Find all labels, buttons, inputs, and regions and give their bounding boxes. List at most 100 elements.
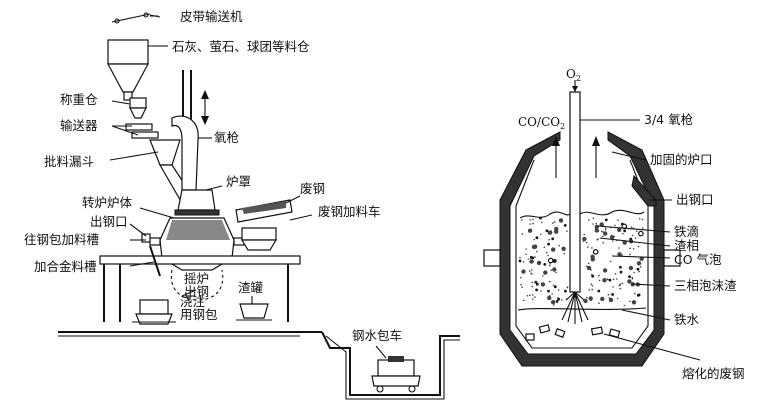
ladle-car <box>371 356 421 393</box>
label-conveyor: 输送器 <box>60 118 98 133</box>
foam-dot <box>623 229 626 233</box>
foam-dot <box>535 245 537 248</box>
label-tilt-tapping: 摇炉出钢 <box>184 271 209 299</box>
material-bin <box>106 39 168 101</box>
foam-dot <box>536 260 542 266</box>
foam-dot <box>631 234 634 237</box>
alloy-chute <box>149 245 161 277</box>
foam-dot <box>638 230 644 237</box>
slag-surface <box>519 209 645 219</box>
foam-dot <box>587 262 590 265</box>
foam-dot <box>629 237 633 241</box>
scrap-charging-car <box>235 199 293 251</box>
label-molten-iron: 铁水 <box>674 312 700 327</box>
foam-dot <box>638 270 640 273</box>
foam-dot <box>552 301 555 304</box>
foam-dot <box>547 295 552 301</box>
ground-and-pit <box>58 331 460 400</box>
foam-dot <box>598 302 600 304</box>
right-converter-section: O2 CO/CO2 3/4 氧枪 加固的炉口 出钢口 铁滴 渣相 CO 气泡 三… <box>483 67 745 381</box>
label-hood: 炉罩 <box>226 174 251 189</box>
foam-dot <box>542 275 544 277</box>
label-three-phase-foam-slag: 三相泡沫渣 <box>674 278 737 293</box>
foam-dot <box>555 300 559 303</box>
foam-dot <box>518 259 522 263</box>
foam-dot <box>557 289 560 291</box>
foam-dot <box>617 227 622 232</box>
foam-dot <box>619 265 622 269</box>
foam-dot <box>600 230 603 233</box>
foam-dot <box>592 223 594 225</box>
foam-dot <box>588 219 590 221</box>
foam-dot <box>629 253 631 256</box>
foam-dot <box>608 297 614 303</box>
label-reinforced-mouth: 加固的炉口 <box>650 152 713 167</box>
foam-dot <box>530 272 532 275</box>
foam-dot <box>623 304 626 307</box>
foam-dot <box>551 247 556 252</box>
foam-dot <box>550 269 553 272</box>
foam-dot <box>527 258 530 260</box>
foam-dot <box>602 241 605 244</box>
foam-dot <box>525 248 528 250</box>
foam-dot <box>587 246 589 248</box>
foam-dot <box>585 241 588 244</box>
foam-dot <box>590 269 592 271</box>
foam-dot <box>592 249 599 255</box>
foam-dot <box>636 293 640 297</box>
label-co-bubbles: CO 气泡 <box>674 252 722 267</box>
foam-dot <box>591 285 594 287</box>
foam-dot <box>535 236 539 240</box>
foam-dot <box>566 286 569 289</box>
foam-dot <box>535 288 538 292</box>
foam-dot <box>521 269 526 274</box>
foam-dot <box>627 279 632 284</box>
foam-dot <box>519 256 521 259</box>
left-plant-diagram: 皮带输送机 石灰、萤石、球团等料仓 称重仓 输送器 氧枪 批料漏斗 炉罩 转炉炉… <box>24 9 460 400</box>
foam-dot <box>549 265 551 267</box>
lance-motion-arrow <box>201 90 209 125</box>
foam-dot <box>549 280 551 283</box>
label-tap-hole-right: 出钢口 <box>676 192 714 207</box>
foam-dot <box>602 235 604 238</box>
foam-dot <box>558 218 564 223</box>
tap-hole-mark <box>141 233 151 243</box>
foam-dot <box>617 219 619 221</box>
foam-dot <box>637 245 640 248</box>
foam-dot <box>541 221 543 224</box>
casting-ladle <box>132 299 176 325</box>
foam-slag-dots <box>518 209 645 307</box>
foam-dot <box>523 299 525 302</box>
foam-dot <box>521 233 524 235</box>
foam-dot <box>591 274 595 278</box>
foam-dot <box>604 229 607 231</box>
foam-dot <box>531 269 533 271</box>
foam-dot <box>636 267 640 271</box>
foam-dot <box>632 248 635 250</box>
foam-dot <box>554 229 559 234</box>
gas-outflow-arrows <box>552 136 600 178</box>
foam-dot <box>600 296 605 302</box>
foam-dot <box>543 270 548 275</box>
hood <box>174 189 220 216</box>
label-lance-34: 3/4 氧枪 <box>644 112 694 127</box>
foam-dot <box>552 259 556 263</box>
foam-dot <box>520 276 522 279</box>
label-ladle-car: 钢水包车 <box>352 328 402 343</box>
charging-floor <box>99 255 301 322</box>
foam-dot <box>534 296 536 298</box>
foam-dot <box>598 279 601 282</box>
foam-dot <box>582 240 585 242</box>
foam-dot <box>545 251 548 254</box>
foam-dot <box>521 219 523 221</box>
foam-dot <box>547 289 550 293</box>
conveyor-belts <box>125 123 159 139</box>
foam-dot <box>526 295 529 297</box>
foam-dot <box>563 252 565 255</box>
foam-dot <box>531 244 537 250</box>
label-melted-scrap: 熔化的废钢 <box>682 366 745 381</box>
foam-dot <box>520 283 522 286</box>
foam-dot <box>612 286 614 288</box>
foam-dot <box>639 266 642 268</box>
